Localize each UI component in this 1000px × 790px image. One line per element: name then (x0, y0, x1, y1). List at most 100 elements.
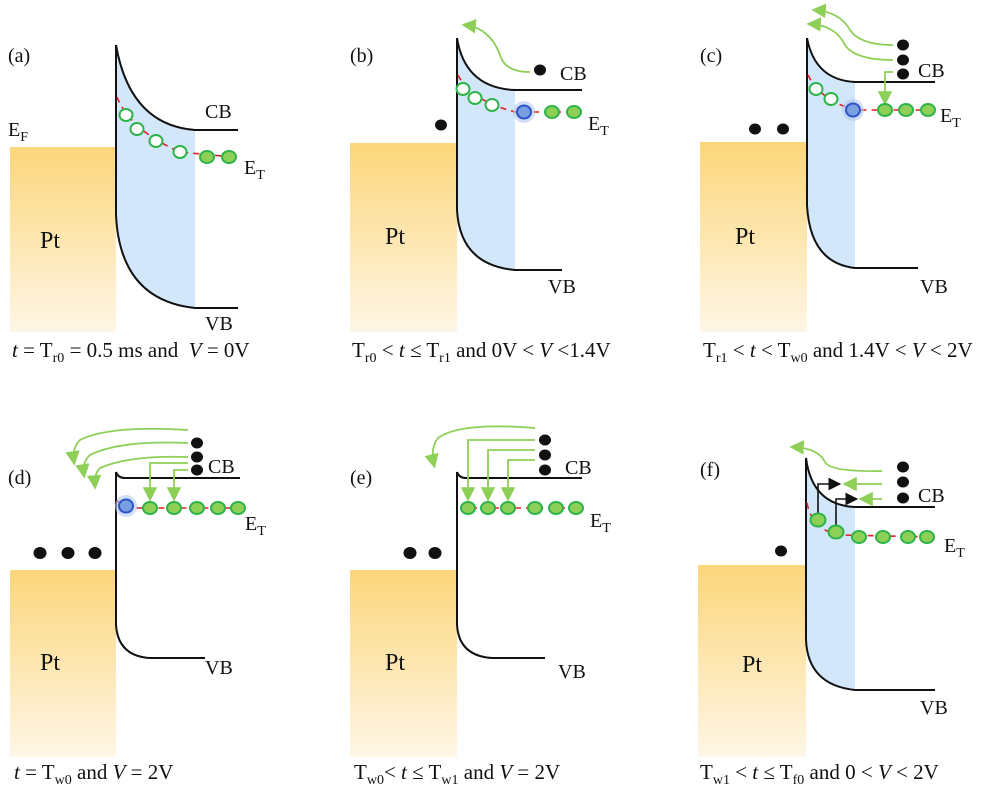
release-arrow (817, 477, 842, 513)
caption-part: = 0.5 ms and (64, 338, 189, 362)
panel-tag: (c) (700, 45, 722, 67)
emission-arrow (75, 441, 189, 479)
caption-part: w0 (366, 773, 384, 788)
cb-label: CB (205, 101, 232, 123)
caption-part: = 2V (125, 760, 174, 784)
caption-c: Tr1 < t < Tw0 and 1.4V < V < 2V (703, 338, 973, 367)
caption-part: = T (17, 338, 53, 362)
caption-part: < (729, 760, 753, 784)
valence-band (806, 38, 918, 269)
caption-part: t (752, 760, 759, 784)
emission-arrow (806, 17, 894, 61)
caption-part: < 2V (890, 760, 939, 784)
et-label: ET (244, 157, 265, 183)
metal-pt (350, 143, 457, 332)
valence-band (805, 458, 935, 691)
vb-label: VB (205, 657, 233, 679)
metal-label: Pt (40, 650, 60, 676)
valence-band (115, 472, 205, 659)
depletion-region (806, 458, 855, 690)
metal-pt (698, 565, 806, 757)
et-label: ET (940, 105, 961, 131)
depletion-region (116, 45, 195, 308)
electron (435, 119, 447, 131)
trap-states (115, 495, 246, 517)
trap-states (808, 82, 936, 121)
depletion-region (807, 38, 855, 268)
caption-part: T (703, 338, 716, 362)
panel-tag: (a) (8, 45, 30, 67)
capture-arrow (142, 462, 188, 502)
caption-part: and 0 < (804, 760, 878, 784)
caption-part: t (749, 338, 756, 362)
et-label: ET (588, 113, 609, 139)
caption-a: t = Tr0 = 0.5 ms and V = 0V (12, 338, 250, 367)
panel-e: (e) Pt CB VB ET (350, 425, 611, 757)
capture-arrow (500, 459, 535, 502)
metal-label: Pt (385, 650, 405, 676)
caption-part: r1 (715, 351, 728, 366)
caption-part: T (352, 338, 365, 362)
emission-arrow (461, 19, 531, 73)
caption-part: = 0V (201, 338, 250, 362)
conduction-band (456, 37, 582, 91)
caption-part: V (539, 338, 553, 362)
panel-c: (c) Pt CB VB ET (700, 3, 961, 332)
vb-label: VB (920, 276, 948, 298)
caption-part: and 1.4V < (807, 338, 912, 362)
capture-arrow (480, 449, 535, 502)
caption-part: f0 (792, 773, 805, 788)
cb-label: CB (918, 60, 945, 82)
panel-tag: (e) (350, 467, 372, 489)
caption-part: < 2V (924, 338, 973, 362)
panel-f: (f) Pt CB VB ET (698, 440, 965, 757)
caption-d: t = Tw0 and V = 2V (14, 760, 173, 789)
cb-label: CB (565, 457, 592, 479)
valence-band (456, 472, 545, 659)
caption-part: and (458, 760, 500, 784)
electrons (749, 39, 909, 135)
emission-arrow (65, 427, 189, 466)
caption-part: < (727, 338, 750, 362)
metal-label: Pt (735, 224, 755, 250)
conduction-band (115, 44, 238, 131)
cb-label: CB (560, 63, 587, 85)
caption-part: < T (755, 338, 791, 362)
caption-part: V (877, 760, 891, 784)
caption-part: V (112, 760, 126, 784)
et-label: ET (245, 513, 266, 539)
caption-part: w0 (54, 773, 72, 788)
et-label: ET (590, 510, 611, 536)
panel-tag: (f) (700, 459, 720, 481)
caption-part: and 0V < (450, 338, 540, 362)
et-label: ET (944, 535, 965, 561)
vb-label: VB (558, 661, 586, 683)
caption-part: w1 (712, 773, 730, 788)
metal-pt (700, 142, 807, 332)
caption-part: r0 (52, 351, 65, 366)
caption-b: Tr0 < t ≤ Tr1 and 0V < V <1.4V (352, 338, 611, 367)
emission-arrow (811, 3, 894, 46)
vb-label: VB (548, 276, 576, 298)
caption-part: t (398, 338, 405, 362)
electron (534, 64, 546, 76)
panel-a: (a) Pt EF CB VB ET (8, 44, 265, 335)
trap-states (460, 501, 584, 515)
depletion-region (457, 38, 515, 270)
trap-states (809, 512, 935, 544)
valence-band (115, 45, 238, 309)
metal-label: Pt (40, 228, 60, 254)
panel-tag: (d) (8, 467, 31, 489)
caption-part: ≤ T (404, 338, 440, 362)
caption-part: = T (19, 760, 55, 784)
capture-arrow (166, 469, 188, 502)
panel-tag: (b) (350, 45, 373, 67)
capture-arrow (877, 71, 893, 106)
capture-arrow (460, 439, 535, 502)
caption-part: and (71, 760, 113, 784)
electrons (775, 461, 909, 557)
metal-label: Pt (385, 224, 405, 250)
electrons (33, 437, 203, 559)
